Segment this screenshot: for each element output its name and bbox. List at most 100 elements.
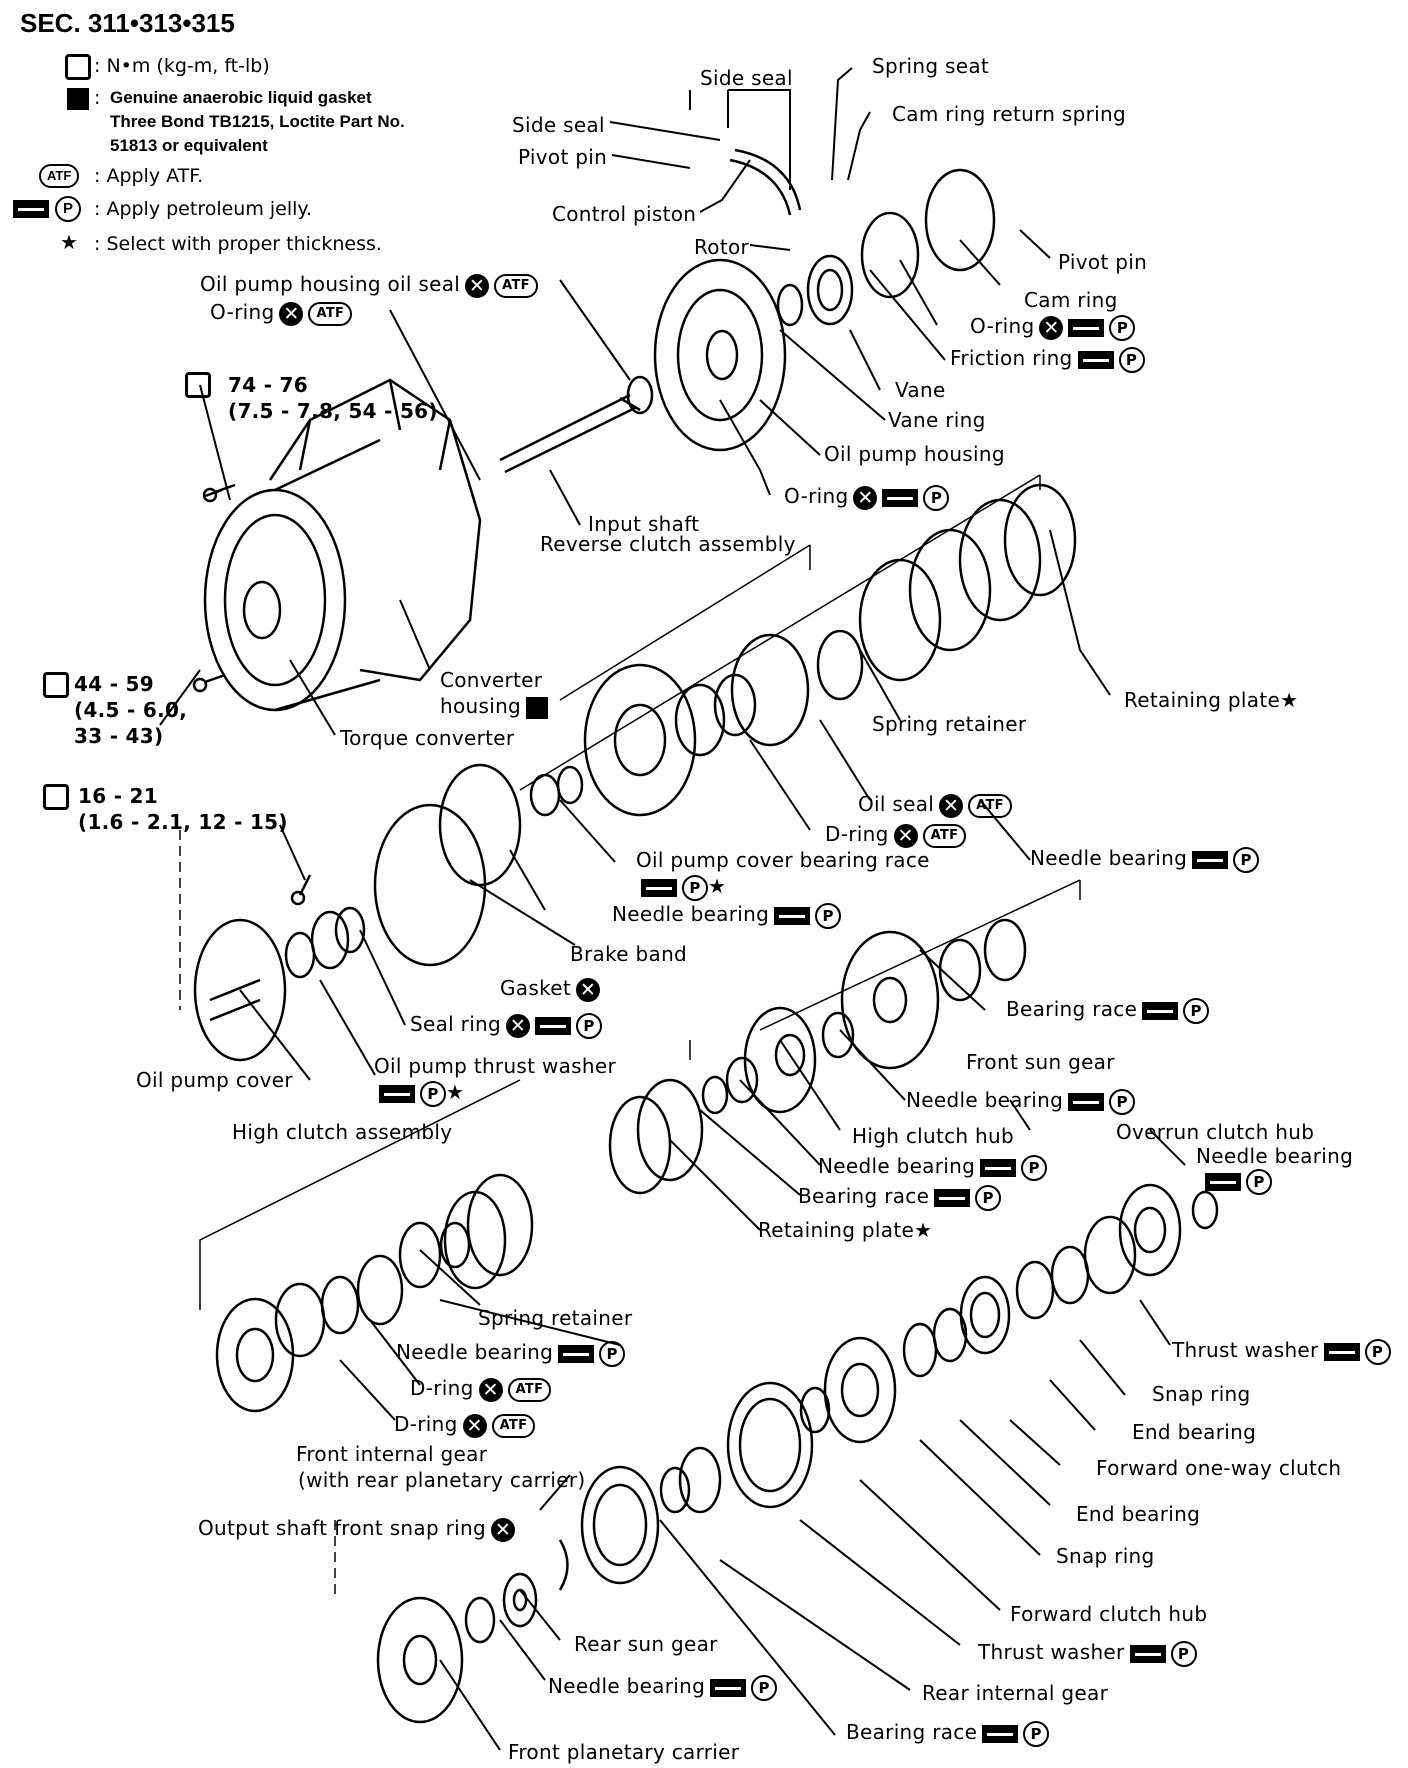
leader-line [859, 1479, 1001, 1611]
reverse-clutch-drum-part [583, 663, 697, 817]
leader-line [279, 824, 306, 881]
snap-ring-part [558, 1539, 569, 1591]
leader-line [559, 279, 631, 381]
petroleum-jelly-p-icon: P [682, 874, 708, 901]
front-planetary-carrier-part [376, 1596, 464, 1724]
gasket-sealant-icon [526, 696, 549, 719]
label-oil-pump-thrust-washer-icons: P★ [374, 1080, 464, 1107]
section-title: SEC. 311•313•315 [20, 8, 235, 38]
legend-star: : Select with proper thickness. [94, 233, 382, 255]
legend-gasket-line1: Genuine anaerobic liquid gasket [110, 88, 372, 107]
leader-line [869, 269, 946, 361]
leader-line [919, 949, 986, 1011]
thrust-washer-part [284, 931, 316, 979]
leader-line [1019, 229, 1051, 259]
needle-bearing-part [725, 1056, 759, 1104]
leader-line [819, 719, 871, 801]
needle-bearing-part [356, 1254, 404, 1326]
leader-line [359, 929, 406, 1026]
leader-line [759, 399, 821, 456]
rear-internal-gear-part [726, 1381, 814, 1509]
needle-bearing-part [464, 1596, 496, 1644]
dring-part [320, 1275, 360, 1335]
label-vane: Vane [895, 378, 946, 402]
petroleum-jelly-icon [980, 1158, 1017, 1177]
label-gasket: Gasket✕ [500, 976, 600, 1002]
label-rear-sun-gear: Rear sun gear [574, 1632, 718, 1656]
leader-line [859, 649, 901, 721]
housing-oil-seal-part [626, 375, 654, 415]
label-brake-band: Brake band [570, 942, 688, 966]
torque-wrench-icon [65, 54, 91, 80]
petroleum-jelly-p-icon: P [576, 1012, 603, 1039]
label-rotor: Rotor [694, 235, 750, 259]
petroleum-jelly-p-icon: P [1233, 846, 1260, 873]
replace-icon: ✕ [462, 1413, 487, 1438]
petroleum-jelly-p-icon: P [923, 484, 950, 511]
needle-bearing-part [983, 918, 1027, 982]
label-spring-retainer-2: Spring retainer [478, 1306, 633, 1330]
needle-bearing-part [556, 765, 584, 805]
label-oil-pump-cover: Oil pump cover [136, 1068, 293, 1092]
legend-pj: : Apply petroleum jelly. [94, 198, 312, 220]
petroleum-jelly-icon [379, 1084, 415, 1103]
retaining-plate-part [1003, 483, 1077, 597]
replace-icon: ✕ [576, 977, 600, 1002]
petroleum-jelly-p-icon: P [1170, 1640, 1197, 1667]
petroleum-jelly-icon [1068, 1092, 1105, 1111]
atf-icon: ATF [494, 273, 538, 298]
leader-line [689, 89, 791, 190]
spring-retainer-part [816, 629, 864, 701]
torque-wrench-icon [43, 784, 69, 810]
label-front-internal-gear-1: Front internal gear [296, 1442, 488, 1466]
high-clutch-drum-part [215, 1297, 295, 1413]
leader-line [831, 67, 853, 181]
oil-pump-housing-part [653, 258, 787, 452]
leader-line [719, 399, 771, 496]
rotor-part [806, 254, 854, 326]
label-pivot-pin-left: Pivot pin [518, 145, 608, 169]
needle-bearing-part [821, 1011, 855, 1059]
leader-line [549, 469, 581, 526]
label-retaining-plate-1: Retaining plate★ [1124, 688, 1299, 712]
label-dring-3: D-ring✕ATF [394, 1412, 536, 1438]
torque-converter-part [203, 438, 381, 712]
clutch-plate-part [608, 1095, 672, 1195]
label-snap-ring-2: Snap ring [1056, 1544, 1155, 1568]
torque-spec-3-line2: (1.6 - 2.1, 12 - 15) [78, 810, 288, 834]
leader-line [659, 1519, 836, 1736]
label-forward-clutch-hub: Forward clutch hub [1010, 1602, 1208, 1626]
label-input-shaft: Input shaft [588, 512, 700, 536]
petroleum-jelly-icon [710, 1678, 747, 1697]
leader-line [719, 1559, 911, 1691]
forward-one-way-clutch-part [959, 1275, 1011, 1355]
atf-icon: ATF [507, 1377, 552, 1402]
spring-retainer-part [398, 1221, 442, 1289]
petroleum-jelly-icon [774, 906, 811, 925]
petroleum-jelly-icon [982, 1724, 1019, 1743]
leader-line [1149, 1129, 1186, 1166]
snap-ring-part [902, 1322, 938, 1378]
label-high-clutch-hub: High clutch hub [852, 1124, 1014, 1148]
leader-line [839, 1029, 906, 1101]
petroleum-jelly-icon [1068, 318, 1105, 337]
clutch-plate-part [958, 498, 1042, 622]
petroleum-jelly-icon [1323, 1342, 1360, 1361]
label-seal-ring: Seal ring✕P [410, 1012, 603, 1039]
cam-ring-part [924, 168, 996, 272]
retaining-plate-part [636, 1078, 704, 1182]
legend-gasket-line3: 51813 or equivalent [110, 136, 268, 155]
petroleum-jelly-icon [882, 488, 919, 507]
label-front-sun-gear: Front sun gear [966, 1050, 1115, 1074]
star-icon: ★ [60, 232, 78, 254]
clutch-plate-part [466, 1173, 534, 1277]
torque-spec-1-line1: 74 - 76 [228, 373, 308, 397]
clutch-plate-part [858, 558, 942, 682]
bearing-race-part [938, 938, 982, 1002]
petroleum-jelly-p-icon: P [1118, 346, 1145, 373]
petroleum-jelly-icon [13, 200, 49, 218]
petroleum-jelly-p-icon: P [975, 1184, 1002, 1211]
leader-line [389, 309, 481, 481]
